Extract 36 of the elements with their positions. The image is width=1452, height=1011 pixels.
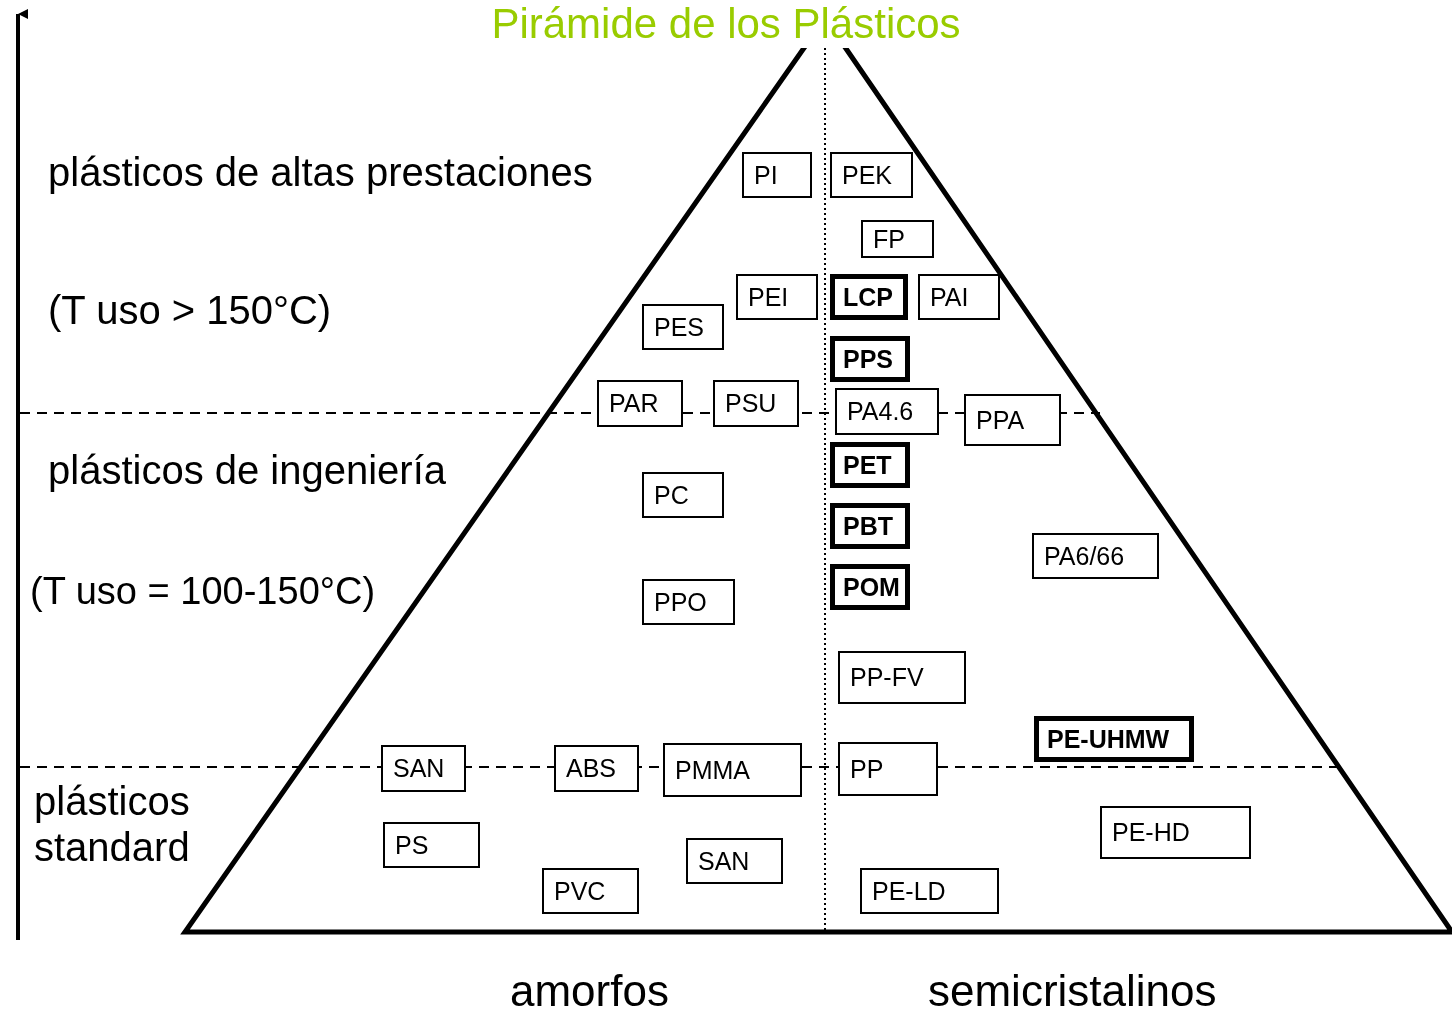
level-label: plásticos de ingeniería	[48, 448, 447, 493]
material-box: PEI	[736, 274, 818, 320]
material-box: PMMA	[663, 743, 802, 797]
material-box: PC	[642, 472, 724, 518]
axis-label: semicristalinos	[928, 966, 1217, 1011]
material-box: LCP	[830, 274, 908, 320]
material-box: PAI	[918, 274, 1000, 320]
material-box: PI	[742, 152, 812, 198]
material-box: PEK	[830, 152, 913, 198]
temperature-note: (T uso = 100-150°C)	[30, 570, 376, 613]
temperature-note: (T uso > 150°C)	[48, 288, 332, 333]
level-label: plásticos standard	[34, 778, 191, 870]
material-box: PS	[383, 822, 480, 868]
material-box: PSU	[713, 380, 799, 427]
material-box: PE-HD	[1100, 806, 1251, 859]
material-box: PAR	[597, 380, 683, 427]
material-box: SAN	[686, 838, 783, 884]
material-box: PBT	[830, 503, 910, 549]
material-box: PE-LD	[860, 868, 999, 914]
material-box: PP	[838, 742, 938, 796]
material-box: PPO	[642, 579, 735, 625]
material-box: PES	[642, 304, 724, 350]
material-box: SAN	[381, 745, 466, 792]
material-box: PVC	[542, 868, 639, 914]
material-box: PP-FV	[838, 651, 966, 704]
material-box: PA6/66	[1032, 533, 1159, 579]
material-box: ABS	[554, 745, 639, 792]
material-box: PA4.6	[835, 388, 939, 435]
material-box: FP	[861, 220, 934, 258]
material-box: PPS	[830, 336, 910, 382]
material-box: PET	[830, 442, 910, 488]
level-label: plásticos de altas prestaciones	[48, 150, 593, 195]
material-box: PPA	[964, 394, 1061, 446]
material-box: PE-UHMW	[1034, 716, 1194, 762]
axis-label: amorfos	[510, 966, 669, 1011]
material-box: POM	[830, 564, 910, 610]
